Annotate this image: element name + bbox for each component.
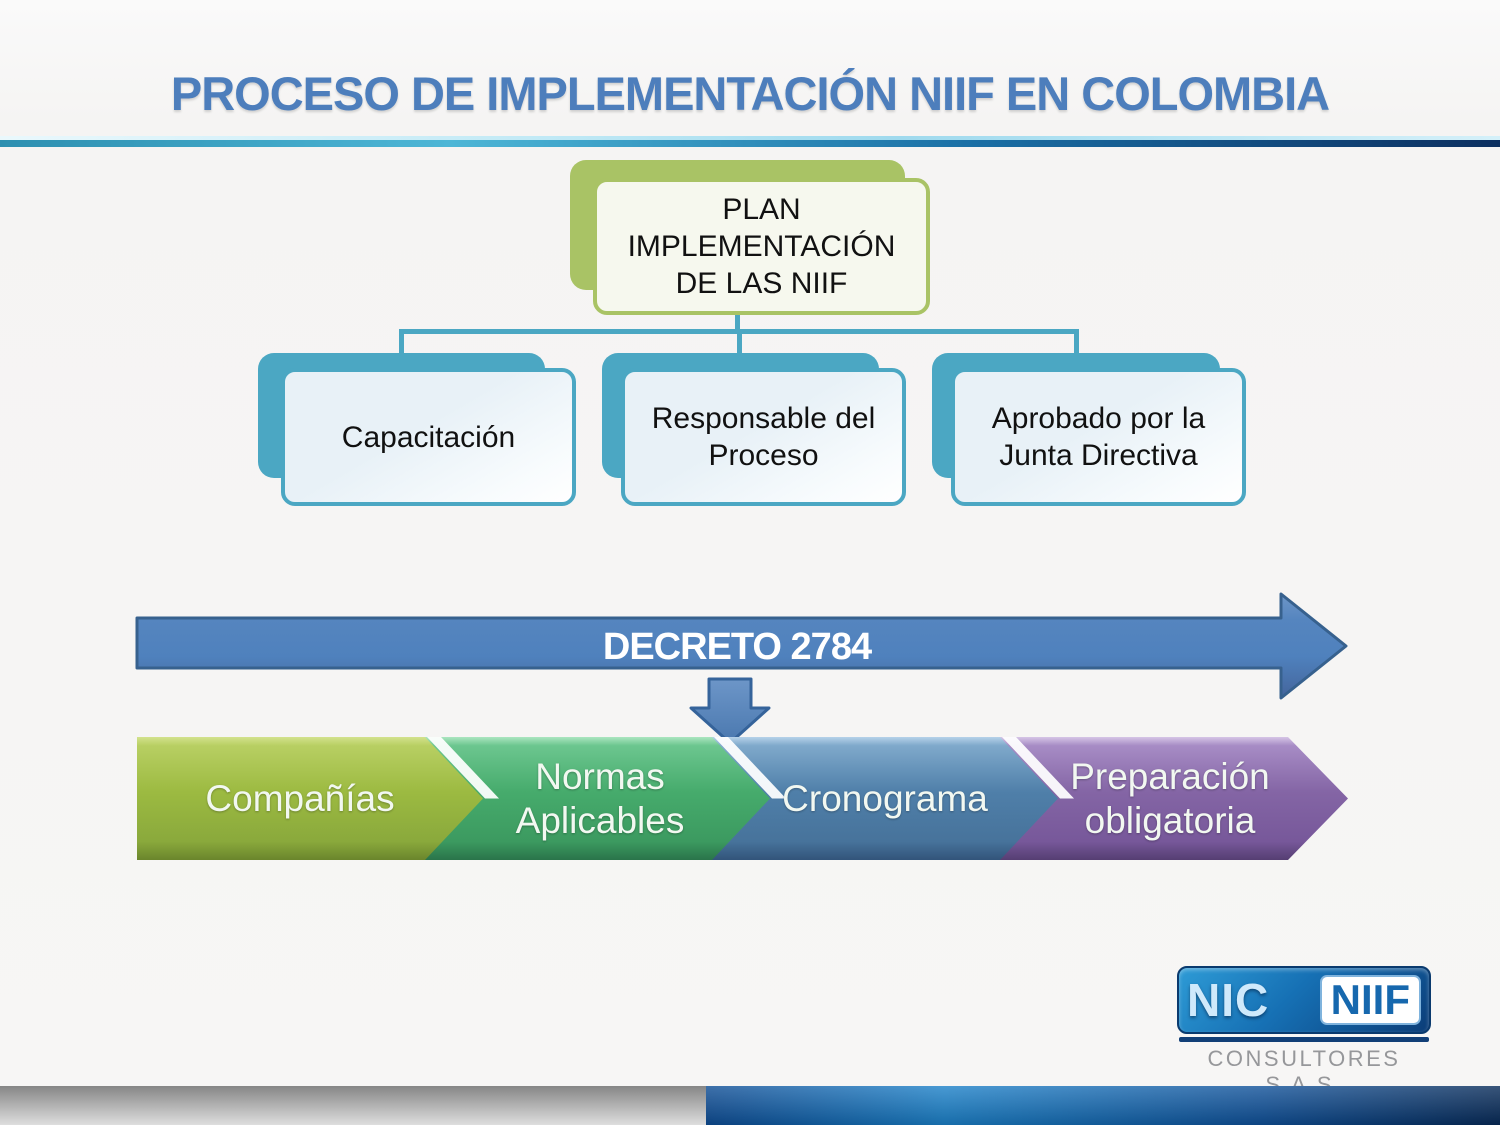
connector-child-3 — [1074, 329, 1079, 369]
page-title: PROCESO DE IMPLEMENTACIÓN NIIF EN COLOMB… — [170, 67, 1330, 120]
separator-3 — [1002, 737, 1074, 799]
nic-niif-logo: NIC NIIF — [1177, 966, 1431, 1034]
decreto-arrow-shape — [135, 592, 1348, 700]
separator-1 — [427, 737, 499, 799]
step-2-tip — [712, 737, 770, 860]
step-4-body — [1000, 737, 1348, 860]
step-2-label: Normas Aplicables — [515, 755, 685, 841]
child-box-3-label: Aprobado por la Junta Directiva — [991, 402, 1206, 472]
step-3-tip — [1000, 737, 1058, 860]
root-box: PLAN IMPLEMENTACIÓN DE LAS NIIF — [593, 178, 930, 315]
step-3-body — [712, 737, 1000, 860]
step-4-label: Preparación obligatoria — [1070, 755, 1270, 841]
title-rule — [0, 140, 1500, 147]
footer-strip-blue — [706, 1086, 1500, 1125]
connector-child-2 — [737, 329, 742, 369]
connector-child-1 — [399, 329, 404, 369]
logo-underline — [1179, 1037, 1429, 1042]
step-1-body — [137, 737, 425, 860]
logo-niif-text: NIIF — [1319, 975, 1421, 1025]
separator-2 — [714, 737, 786, 799]
child-box-1-label: Capacitación — [341, 420, 516, 454]
child-box-1: Capacitación — [281, 368, 576, 506]
footer-strip-gray — [0, 1086, 706, 1125]
decreto-label: DECRETO 2784 — [603, 626, 872, 668]
connector-root-drop — [735, 313, 740, 333]
step-2-body — [425, 737, 712, 860]
step-1-label: Compañías — [205, 777, 395, 819]
child-box-2: Responsable del Proceso — [621, 368, 906, 506]
title-rule-highlight — [0, 136, 1500, 140]
logo-nic-text: NIC — [1187, 974, 1270, 1026]
child-box-3: Aprobado por la Junta Directiva — [951, 368, 1246, 506]
step-1-tip — [425, 737, 483, 860]
down-arrow-icon — [689, 677, 771, 745]
step-3-label: Cronograma — [782, 777, 988, 819]
root-box-label: PLAN IMPLEMENTACIÓN DE LAS NIIF — [627, 193, 896, 300]
child-box-2-label: Responsable del Proceso — [651, 402, 876, 472]
